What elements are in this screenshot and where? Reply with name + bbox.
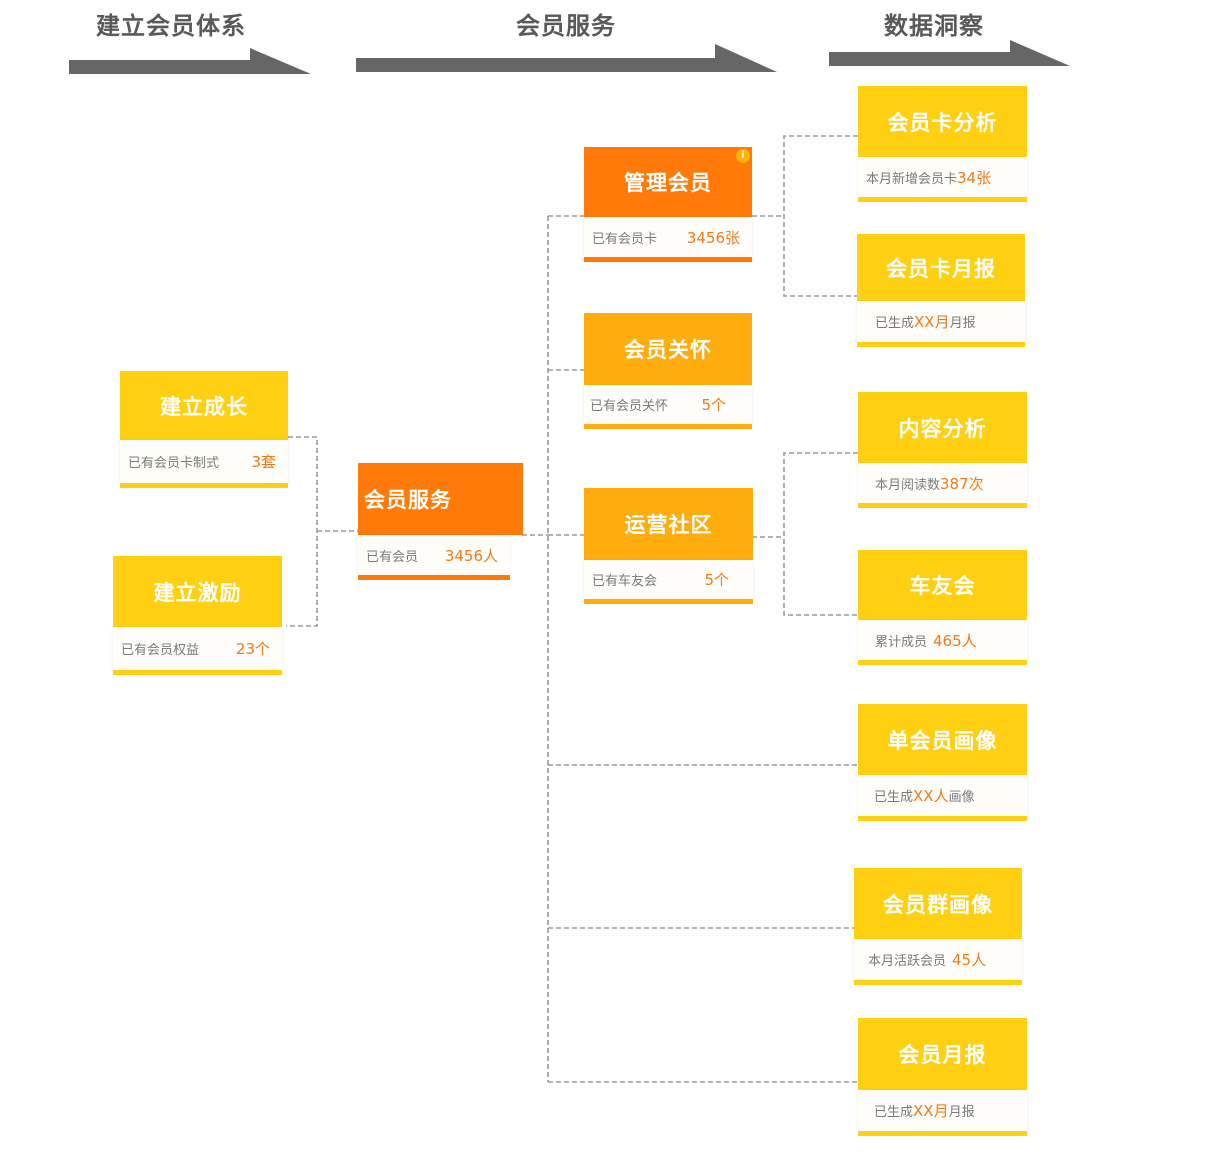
- card-underline: [858, 816, 1027, 821]
- card-stat: 已有会员卡 3456张: [584, 217, 752, 257]
- header-data-insight: 数据洞察: [884, 12, 984, 40]
- card-underline: [584, 257, 752, 262]
- stat-value: 34张: [957, 168, 992, 187]
- card-title: 运营社区: [584, 488, 753, 560]
- info-icon[interactable]: i: [736, 149, 750, 163]
- card-operate-community[interactable]: 运营社区 已有车友会 5个: [584, 488, 753, 604]
- card-member-care[interactable]: 会员关怀 已有会员关怀 5个: [584, 313, 752, 429]
- card-title: 建立成长: [120, 371, 288, 440]
- stat-value: 3456张: [686, 228, 740, 247]
- stat-label: 本月新增会员卡: [866, 171, 958, 187]
- card-underline: [857, 342, 1025, 347]
- card-card-analysis[interactable]: 会员卡分析 本月新增会员卡 34张: [858, 86, 1027, 202]
- stat-value: 5个: [701, 396, 726, 414]
- card-title: 管理会员: [584, 147, 752, 217]
- card-stat: 累计成员 465人: [858, 620, 1027, 660]
- header-member-service: 会员服务: [516, 12, 616, 40]
- connector-growth: [286, 436, 318, 627]
- stat-label: 已有会员权益: [121, 643, 200, 658]
- stat-value: 23个: [235, 640, 270, 658]
- arrow-build-system: [69, 48, 311, 74]
- card-stat: 已有会员 3456人: [358, 535, 510, 575]
- card-underline: [858, 660, 1027, 665]
- card-build-growth[interactable]: 建立成长 已有会员卡制式 3套: [120, 371, 288, 488]
- card-underline: [113, 670, 282, 675]
- card-single-portrait[interactable]: 单会员画像 已生成 XX人 画像: [858, 704, 1027, 821]
- stat-value: 3456人: [444, 546, 498, 565]
- stat-label: 已有车友会: [592, 574, 658, 589]
- card-title: 车友会: [858, 550, 1027, 620]
- stat-label-suffix: 月报: [949, 316, 976, 331]
- stat-value: 3套: [251, 453, 276, 471]
- card-stat: 本月活跃会员 45人: [854, 939, 1022, 980]
- stat-label-prefix: 已生成: [874, 790, 914, 805]
- card-group-portrait[interactable]: 会员群画像 本月活跃会员 45人: [854, 868, 1022, 985]
- card-stat: 本月阅读数 387次: [858, 463, 1027, 503]
- card-underline: [858, 197, 1027, 202]
- card-member-service[interactable]: 会员服务 已有会员 3456人: [358, 463, 523, 580]
- card-title: 单会员画像: [858, 704, 1027, 775]
- stat-label: 已有会员: [366, 549, 419, 565]
- card-stat: 已有会员关怀 5个: [584, 385, 752, 424]
- stat-label-suffix: 月报: [948, 1105, 975, 1120]
- card-title: 会员关怀: [584, 313, 752, 385]
- stat-label-prefix: 已生成: [875, 316, 915, 331]
- connector-content-bracket: [783, 452, 858, 616]
- card-stat: 本月新增会员卡 34张: [858, 157, 1027, 197]
- stat-value: XX月: [914, 313, 950, 331]
- stat-label-prefix: 已生成: [874, 1105, 914, 1120]
- card-title: 内容分析: [858, 392, 1027, 463]
- card-content-analysis[interactable]: 内容分析 本月阅读数 387次: [858, 392, 1027, 508]
- stat-label: 已有会员关怀: [590, 399, 669, 414]
- card-manage-members[interactable]: 管理会员 已有会员卡 3456张 i: [584, 147, 752, 262]
- header-build-system: 建立会员体系: [96, 12, 246, 40]
- stat-label: 已有会员卡制式: [128, 456, 220, 471]
- stat-value: XX月: [913, 1102, 949, 1120]
- card-title: 会员卡月报: [857, 234, 1025, 301]
- card-underline: [854, 980, 1022, 985]
- card-underline: [358, 575, 510, 580]
- card-title: 会员卡分析: [858, 86, 1027, 157]
- card-stat: 已生成 XX人 画像: [858, 775, 1027, 816]
- card-stat: 已生成 XX月 月报: [858, 1090, 1027, 1131]
- stat-value: 387次: [940, 474, 984, 493]
- card-car-club[interactable]: 车友会 累计成员 465人: [858, 550, 1027, 665]
- card-underline: [584, 599, 753, 604]
- stat-label-suffix: 画像: [948, 790, 975, 805]
- card-title: 建立激励: [113, 556, 282, 627]
- stat-label: 本月活跃会员: [868, 954, 947, 969]
- arrow-member-service: [356, 44, 777, 72]
- stat-label: 本月阅读数: [875, 477, 941, 493]
- card-build-incentive[interactable]: 建立激励 已有会员权益 23个: [113, 556, 282, 675]
- card-title: 会员群画像: [854, 868, 1022, 939]
- card-card-monthly[interactable]: 会员卡月报 已生成 XX月 月报: [857, 234, 1025, 347]
- card-underline: [858, 503, 1027, 508]
- connector-card-bracket: [783, 135, 858, 297]
- arrow-data-insight: [829, 40, 1070, 66]
- card-underline: [120, 483, 288, 488]
- card-stat: 已有会员卡制式 3套: [120, 440, 288, 483]
- card-title: 会员服务: [358, 463, 523, 535]
- stat-label: 已有会员卡: [592, 231, 658, 247]
- card-stat: 已生成 XX月 月报: [857, 301, 1025, 342]
- stat-value: XX人: [913, 787, 949, 805]
- card-underline: [584, 424, 752, 429]
- card-stat: 已有车友会 5个: [584, 560, 753, 599]
- stat-value: 5个: [704, 571, 729, 589]
- card-underline: [858, 1131, 1027, 1136]
- card-member-monthly[interactable]: 会员月报 已生成 XX月 月报: [858, 1018, 1027, 1136]
- stat-value: 465人: [933, 631, 977, 650]
- stat-label: 累计成员: [875, 634, 928, 650]
- card-stat: 已有会员权益 23个: [113, 627, 282, 670]
- stat-value: 45人: [952, 951, 987, 969]
- card-title: 会员月报: [858, 1018, 1027, 1090]
